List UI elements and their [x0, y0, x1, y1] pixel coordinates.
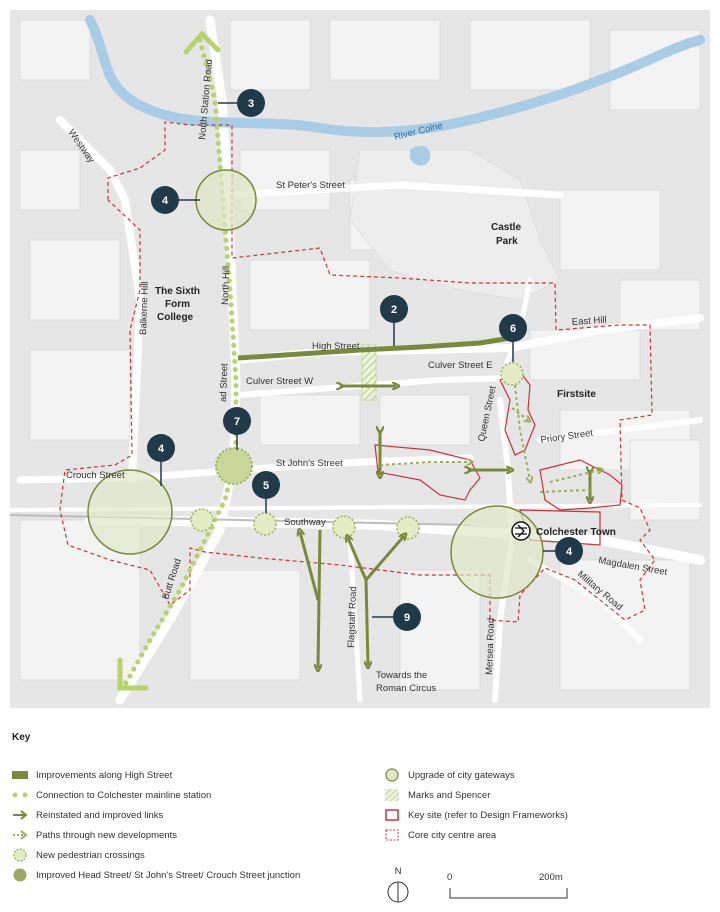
label-east-hill: East Hill: [571, 315, 607, 328]
key-item-junction: Improved Head Street/ St John's Street/ …: [12, 868, 300, 882]
map[interactable]: 3 4 2 6 7 4 5 4 9 North Station: [0, 0, 720, 710]
key-item-station-connection: Connection to Colchester mainline statio…: [12, 788, 211, 802]
key-item-high-street: Improvements along High Street: [12, 768, 172, 782]
city-gateways: [87, 169, 544, 599]
dotted-arrow-icon: [12, 829, 28, 841]
high-street-improvement: [237, 335, 511, 361]
compass-icon: [387, 881, 409, 903]
marker-4-west-label: 4: [158, 443, 165, 455]
label-colchester-town: Colchester Town: [536, 527, 616, 538]
key-label-junction: Improved Head Street/ St John's Street/ …: [36, 869, 301, 881]
label-castle: Castle: [491, 222, 521, 233]
key-title: Key: [12, 732, 31, 743]
bar-icon: [12, 769, 28, 781]
label-culver-street-w: Culver Street W: [246, 376, 313, 387]
marker-4-north-label: 4: [162, 195, 169, 207]
key-item-key-site: Key site (refer to Design Frameworks): [384, 808, 568, 822]
railway-line: [9, 514, 471, 526]
marker-4-east[interactable]: 4: [543, 537, 583, 565]
map-canvas: 3 4 2 6 7 4 5 4 9 North Station: [8, 10, 710, 708]
label-flagstaff-road: Flagstaff Road: [346, 586, 359, 648]
key-label-links: Reinstated and improved links: [36, 809, 164, 821]
key-label-marks-spencer: Marks and Spencer: [408, 789, 491, 801]
label-firstsite: Firstsite: [557, 389, 596, 400]
label-north-hill: North Hill: [220, 266, 232, 305]
label-roman-circus-2: Roman Circus: [376, 683, 436, 694]
station-connection-arrow-south: [117, 657, 149, 691]
key-item-core-area: Core city centre area: [384, 828, 496, 842]
gateway-icon: [384, 768, 400, 782]
key-item-crossings: New pedestrian crossings: [12, 848, 145, 862]
label-balkerne-hill: Balkerne Hill: [138, 281, 151, 335]
label-roman-circus-1: Towards the: [376, 670, 427, 681]
key-label-gateways: Upgrade of city gateways: [408, 769, 515, 781]
arrow-icon: [12, 809, 28, 821]
key-item-gateways: Upgrade of city gateways: [384, 768, 515, 782]
station-icon: [511, 521, 531, 541]
label-head-street: ad Street: [218, 363, 230, 402]
head-street-junction: [215, 447, 253, 485]
north-arrow: N: [386, 866, 410, 907]
marker-4-north[interactable]: 4: [151, 186, 200, 214]
key-label-station-connection: Connection to Colchester mainline statio…: [36, 789, 212, 801]
river-pond: [410, 145, 431, 166]
marker-7[interactable]: 7: [223, 407, 251, 450]
improved-links: [300, 386, 590, 668]
key-label-crossings: New pedestrian crossings: [36, 849, 145, 861]
marker-5-label: 5: [263, 480, 269, 492]
scale-bar: 0 200m: [447, 866, 577, 906]
key-label-key-site: Key site (refer to Design Frameworks): [408, 809, 568, 821]
key-item-paths: Paths through new developments: [12, 828, 177, 842]
marker-4-west[interactable]: 4: [147, 434, 175, 486]
key-item-links: Reinstated and improved links: [12, 808, 163, 822]
development-paths: [379, 384, 600, 493]
north-label: N: [394, 866, 402, 877]
marker-9-label: 9: [404, 612, 410, 624]
core-area-icon: [384, 829, 400, 841]
label-crouch-street: Crouch Street: [66, 470, 125, 481]
marker-6[interactable]: 6: [499, 314, 527, 362]
marker-3[interactable]: 3: [218, 89, 265, 117]
label-sixth-form-1: The Sixth: [155, 286, 200, 297]
key-label-core-area: Core city centre area: [408, 829, 497, 841]
label-culver-street-e: Culver Street E: [428, 360, 492, 371]
marker-2-label: 2: [391, 304, 397, 316]
dots-icon: [12, 789, 28, 801]
marker-2[interactable]: 2: [380, 295, 408, 346]
label-park: Park: [496, 236, 518, 247]
junction-icon: [12, 868, 28, 882]
map-key: Key Improvements along High Street Conne…: [0, 710, 720, 912]
marker-4-east-label: 4: [566, 546, 573, 558]
scale-bar-line: [449, 888, 568, 899]
mainline-station-connection: [122, 37, 239, 688]
label-st-peters-street: St Peter's Street: [276, 180, 345, 191]
marker-3-label: 3: [248, 98, 254, 110]
station-connection-arrow-north: [183, 30, 221, 55]
key-label-high-street: Improvements along High Street: [36, 769, 173, 781]
label-sixth-form-2: Form: [165, 299, 190, 310]
crossing-icon: [12, 848, 28, 862]
scale-end-label: 200m: [539, 872, 563, 883]
marks-and-spencer-area: [361, 344, 377, 401]
marker-6-label: 6: [510, 323, 516, 335]
scale-start-label: 0: [447, 872, 453, 883]
key-label-paths: Paths through new developments: [36, 829, 178, 841]
label-southway: Southway: [284, 517, 326, 528]
river-colne: [85, 15, 705, 138]
label-high-street: High Street: [312, 341, 360, 352]
marker-7-label: 7: [234, 416, 240, 428]
key-site-icon: [384, 809, 400, 821]
label-sixth-form-3: College: [157, 312, 194, 323]
marker-9[interactable]: 9: [372, 603, 421, 631]
marker-5[interactable]: 5: [252, 471, 280, 513]
key-item-marks-spencer: Marks and Spencer: [384, 788, 490, 802]
label-st-johns-street: St John's Street: [276, 458, 343, 469]
label-mersea-road: Mersea Road: [484, 618, 497, 675]
hatch-icon: [384, 789, 400, 801]
